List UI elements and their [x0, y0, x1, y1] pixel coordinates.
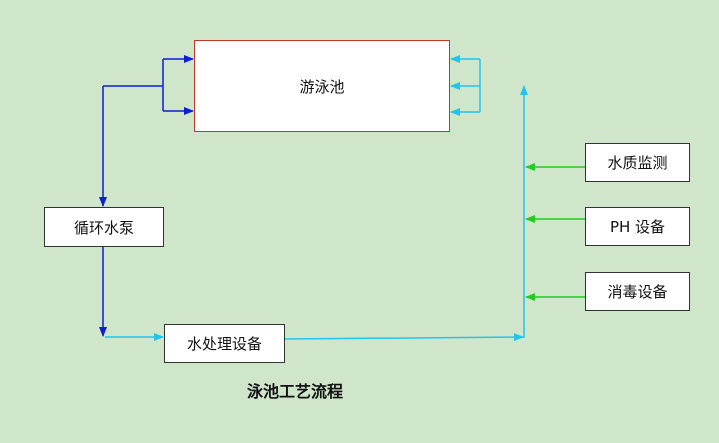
ph-equipment-box: PH 设备: [585, 207, 690, 246]
water-quality-monitor-box: 水质监测: [585, 143, 690, 182]
supply-line: [105, 55, 528, 342]
ph-equipment-label: PH 设备: [609, 218, 666, 236]
disinfection-equipment-label: 消毒设备: [607, 283, 668, 301]
circulation-pump-box: 循环水泵: [44, 207, 164, 247]
swimming-pool-label: 游泳池: [299, 77, 345, 96]
return-line: [99, 55, 194, 337]
disinfection-equipment-box: 消毒设备: [585, 272, 690, 311]
circulation-pump-label: 循环水泵: [73, 218, 134, 237]
diagram-caption: 泳池工艺流程: [246, 382, 343, 401]
water-treatment-box: 水处理设备: [164, 324, 285, 363]
water-treatment-label: 水处理设备: [186, 335, 262, 353]
water-quality-monitor-label: 水质监测: [607, 154, 668, 172]
dosing-lines: [525, 163, 585, 301]
swimming-pool-box: 游泳池: [194, 40, 450, 132]
